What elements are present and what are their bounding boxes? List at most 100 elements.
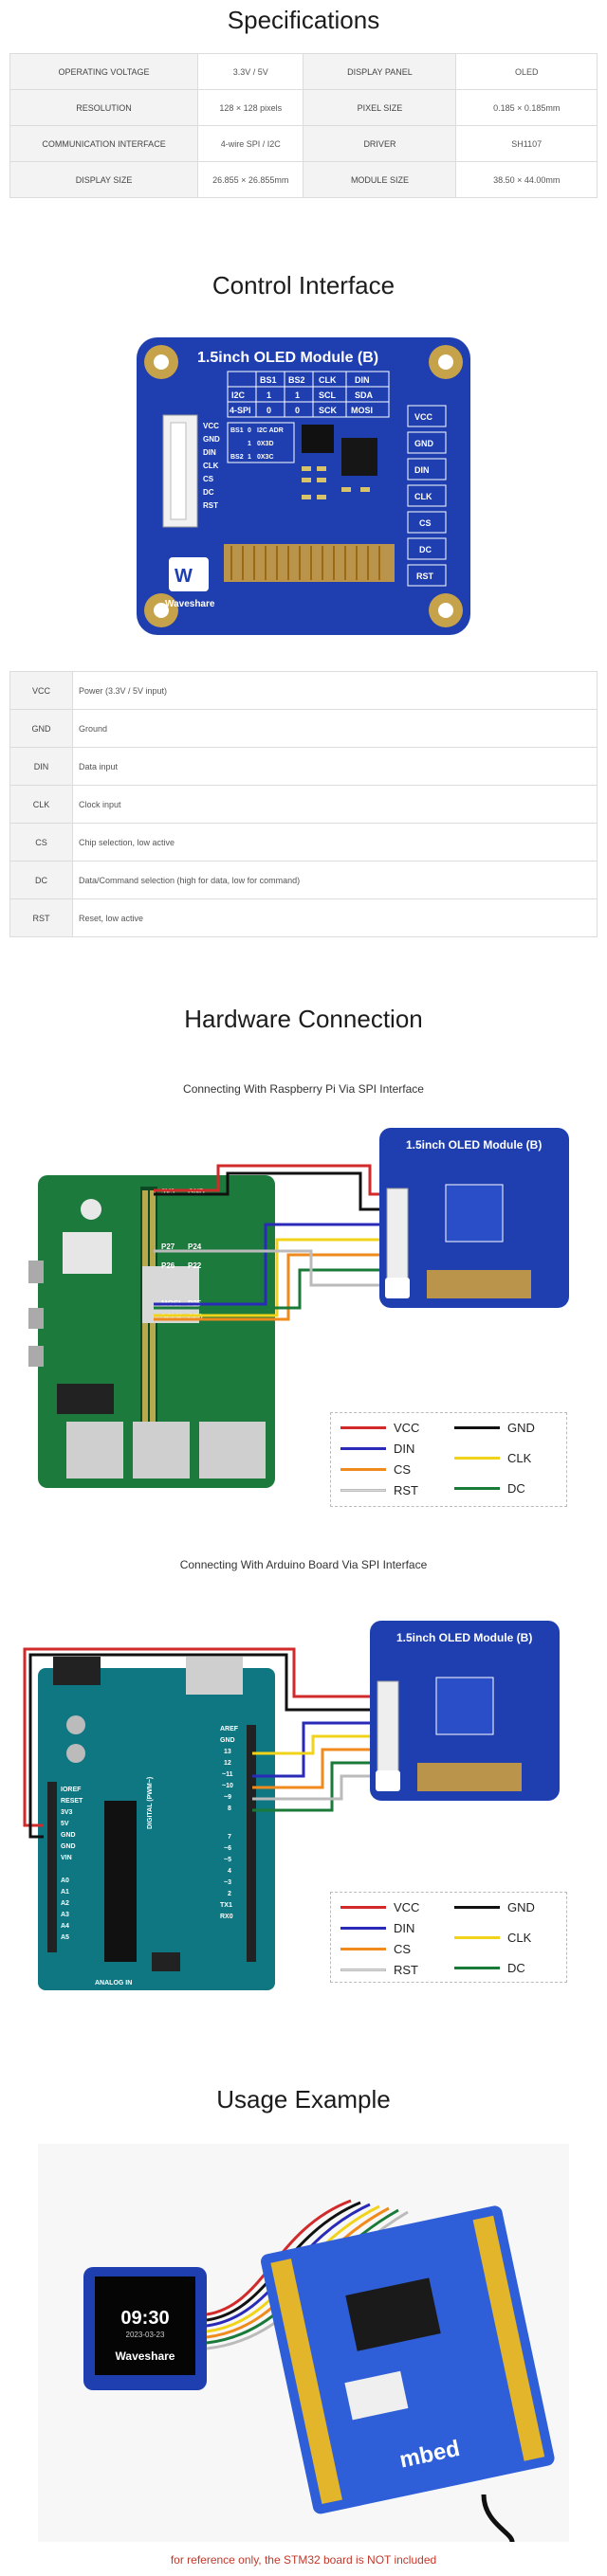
pin-description: Power (3.3V / 5V input)	[72, 671, 598, 710]
gpio-label: P27	[161, 1243, 175, 1251]
stm32-board: mbed	[261, 2205, 555, 2514]
spec-value: 4-wire SPI / I2C	[197, 125, 304, 162]
legend-swatch	[340, 1968, 386, 1971]
bs-cell: CLK	[319, 375, 337, 385]
legend-swatch	[340, 1468, 386, 1471]
capacitor	[66, 1744, 85, 1763]
pin-description: Clock input	[72, 785, 598, 824]
board-title: 1.5inch OLED Module (B)	[197, 350, 378, 366]
i2c-address-table: BS1 0 I2C ADR 1 0X3D BS2 1 0X3C	[227, 422, 295, 463]
legend-item: CS	[340, 1462, 411, 1477]
pin-label: IOREF	[61, 1787, 82, 1793]
connection-wires	[154, 1164, 389, 1321]
legend-item: CS	[340, 1942, 411, 1956]
rpi-wiring-diagram: 3V3 GND P27 P26 MOSI SCLK CE0 P25 P24 P2…	[28, 1128, 569, 1488]
legend-item: RST	[340, 1483, 418, 1497]
pin-label: A2	[61, 1900, 69, 1907]
pin-name: RST	[9, 898, 73, 937]
pin-label: RESET	[61, 1798, 83, 1805]
spec-label: PIXEL SIZE	[303, 89, 457, 126]
table-row: RESOLUTION 128 × 128 pixels PIXEL SIZE 0…	[9, 89, 598, 126]
table-row: DISPLAY SIZE 26.855 × 26.855mm MODULE SI…	[9, 161, 598, 198]
usb-c-port	[28, 1261, 44, 1283]
capacitor	[66, 1715, 85, 1734]
bs-config-table: BS1 BS2 CLK DIN I2C 1 1 SCL SDA 4-SPI 0 …	[227, 371, 390, 418]
pin-label: ~5	[224, 1857, 231, 1863]
bs-cell: SDA	[355, 390, 374, 400]
legend-swatch	[340, 1906, 386, 1909]
pin-label: A4	[61, 1923, 69, 1930]
side-pin-label: VCC	[414, 412, 433, 422]
mounting-hole	[429, 593, 463, 627]
side-pin-box: CLK	[407, 484, 447, 507]
pin-label: 8	[228, 1805, 231, 1812]
pin-header-connector	[377, 1680, 399, 1787]
bs-cell: 0	[267, 406, 271, 415]
table-row: OPERATING VOLTAGE 3.3V / 5V DISPLAY PANE…	[9, 53, 598, 90]
pin-description: Chip selection, low active	[72, 823, 598, 862]
legend-label: GND	[507, 1421, 535, 1435]
spec-value: 0.185 × 0.185mm	[455, 89, 598, 126]
arduino-wire-legend: VCC GND DIN CLK CS DC RST	[330, 1892, 567, 1983]
addr-cell: 0	[248, 427, 251, 434]
spec-value: OLED	[455, 53, 598, 90]
hdmi-port	[28, 1346, 44, 1367]
pin-label: AREF	[220, 1726, 239, 1732]
power-analog-header	[47, 1782, 57, 1952]
connector-pin-label: CS	[203, 475, 214, 483]
bs-cell: I2C	[231, 390, 246, 400]
oled-brand: Waveshare	[116, 2349, 175, 2363]
digital-header-caption: DIGITAL (PWM~)	[147, 1777, 154, 1829]
digital-header	[247, 1725, 256, 1962]
fpc-ribbon-strip	[417, 1763, 522, 1791]
pin-label: ~9	[224, 1794, 231, 1801]
connector-pin-label: DC	[203, 488, 214, 497]
waveshare-logo: W	[169, 557, 209, 591]
pin-label: 2	[228, 1891, 231, 1897]
analog-header-caption: ANALOG IN	[95, 1980, 132, 1986]
pin-label: A0	[61, 1878, 69, 1884]
pin-label: 4	[228, 1868, 231, 1875]
spec-value: SH1107	[455, 125, 598, 162]
pin-description: Data input	[72, 747, 598, 786]
connector-pin-label: CLK	[203, 462, 219, 470]
bs-cell: 1	[295, 390, 300, 400]
side-pin-box: DC	[407, 537, 447, 560]
legend-label: DC	[507, 1481, 525, 1496]
raspberry-logo	[81, 1199, 101, 1220]
fpc-ribbon-strip	[427, 1270, 531, 1298]
legend-label: DC	[507, 1961, 525, 1975]
usb-port	[186, 1657, 243, 1695]
bs-cell: BS2	[288, 375, 305, 385]
spec-value: 26.855 × 26.855mm	[197, 161, 304, 198]
pin-name: VCC	[9, 671, 73, 710]
pin-label: ~10	[222, 1783, 233, 1789]
legend-swatch	[340, 1489, 386, 1492]
pin-label: VIN	[61, 1855, 72, 1861]
spec-label: COMMUNICATION INTERFACE	[9, 125, 199, 162]
side-pin-label: CS	[419, 518, 432, 528]
rpi-wire-legend: VCC GND DIN CLK CS DC RST	[330, 1412, 567, 1507]
pin-name: DIN	[9, 747, 73, 786]
specifications-title: Specifications	[227, 6, 380, 34]
spec-label: MODULE SIZE	[303, 161, 457, 198]
side-pin-box: VCC	[407, 405, 447, 427]
spec-label: DISPLAY PANEL	[303, 53, 457, 90]
bs-cell: 1	[267, 390, 271, 400]
mounting-hole	[144, 345, 178, 379]
addr-cell: 0X3C	[257, 454, 274, 461]
waveshare-logo	[385, 1278, 410, 1298]
arduino-wiring-diagram: AREF GND 13 12 ~11 ~10 ~9 8 7 ~6 ~5 4 ~3…	[23, 1621, 560, 1990]
spec-value: 3.3V / 5V	[197, 53, 304, 90]
spec-label: RESOLUTION	[9, 89, 199, 126]
legend-swatch	[454, 1906, 500, 1909]
pin-name: CS	[9, 823, 73, 862]
side-pin-label: RST	[416, 571, 434, 581]
legend-item: CLK	[454, 1451, 531, 1465]
soc-chip	[142, 1266, 199, 1323]
usb-cable	[481, 2494, 515, 2542]
pin-label: A5	[61, 1934, 69, 1941]
legend-label: CS	[394, 1942, 412, 1956]
